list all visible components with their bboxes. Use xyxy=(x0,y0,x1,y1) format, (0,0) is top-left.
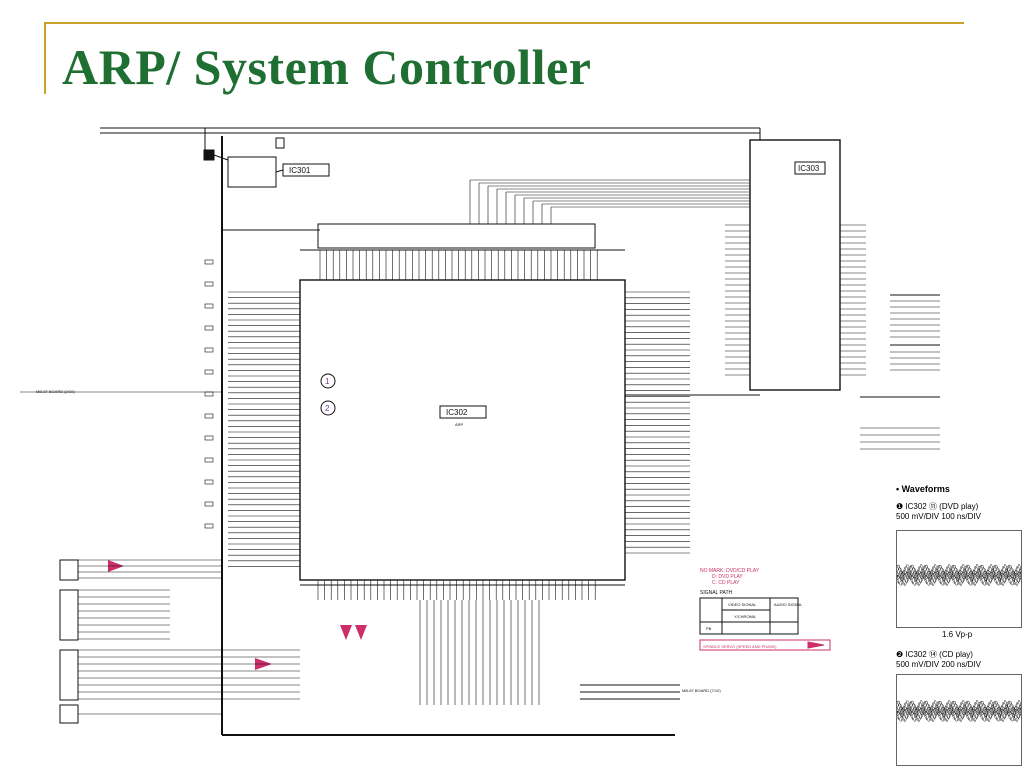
title-side-rule xyxy=(44,22,46,94)
servo-arrow xyxy=(807,641,825,649)
callout-1-circle xyxy=(320,373,336,389)
resistor xyxy=(204,457,214,463)
resistor xyxy=(204,523,214,529)
waveform-2-trace-line xyxy=(897,704,1021,717)
resistor xyxy=(204,369,214,375)
pb-label: PB xyxy=(706,626,712,631)
connector-cn-b xyxy=(59,589,79,641)
waveform-1-scale: 500 mV/DIV 100 ns/DIV xyxy=(896,512,981,521)
video-signal-label: VIDEO SIGNAL xyxy=(728,602,757,607)
ic303-label-box xyxy=(794,161,826,175)
waveforms-panel: • Waveforms ❶ IC302 ⑪ (DVD play) 500 mV/… xyxy=(896,484,1024,768)
ic303-body xyxy=(749,139,841,391)
y-chroma-label: Y/CHROMA xyxy=(734,614,756,619)
connector-cn-d xyxy=(59,704,79,724)
waveform-2-trace-line xyxy=(897,708,1021,714)
waveform-2-plot xyxy=(896,674,1022,766)
ic301-body xyxy=(227,156,277,188)
resistor xyxy=(204,479,214,485)
waveform-1-trace-line xyxy=(897,564,1021,587)
waveform-2-trace xyxy=(897,699,1021,723)
audio-signal-label: AUDIO SIGNAL xyxy=(774,602,803,607)
ic302-body xyxy=(299,279,626,581)
ic302-label: IC302 xyxy=(446,408,468,417)
connector-cn-a xyxy=(59,559,79,581)
waveform-1-trace-line xyxy=(897,570,1021,579)
waveform-1-trace-line xyxy=(897,572,1021,578)
connector-cn-c xyxy=(59,649,79,701)
waveform-1-trace xyxy=(897,563,1021,587)
resistor xyxy=(204,413,214,419)
mode-note-2: D: DVD PLAY xyxy=(712,574,743,580)
waveform-2-trace-line xyxy=(897,700,1021,722)
crystal xyxy=(203,149,215,161)
resistor xyxy=(204,501,214,507)
waveform-1-caption: ❶ IC302 ⑪ (DVD play) xyxy=(896,502,979,511)
resistor xyxy=(204,435,214,441)
callout-2-text: 2 xyxy=(325,404,330,413)
ic301-wire xyxy=(213,154,229,161)
resistor xyxy=(204,281,214,287)
resistor xyxy=(204,325,214,331)
pink-signal-marker-3 xyxy=(340,625,352,640)
waveform-1-trace-line xyxy=(897,568,1021,581)
top-connector-block xyxy=(317,223,596,249)
waveform-2-trace-line xyxy=(897,700,1021,723)
ic301-label: IC301 xyxy=(289,166,311,175)
board-label-bottom: MB-87 BOARD (7/10) xyxy=(682,688,721,693)
waveform-2-trace-line xyxy=(897,706,1021,717)
ic303-label: IC303 xyxy=(798,164,820,173)
waveform-2-trace-line xyxy=(897,702,1021,720)
legend-box xyxy=(699,597,799,635)
title-top-rule xyxy=(44,22,964,24)
resistor xyxy=(204,303,214,309)
waveform-2-scale: 500 mV/DIV 200 ns/DIV xyxy=(896,660,981,669)
waveform-1-trace-line xyxy=(897,570,1021,581)
waveform-1-trace-line xyxy=(897,566,1021,584)
servo-label: SPINDLE SERVO (SPEED AND PHASE) xyxy=(703,644,777,649)
ic302-sub-label: ARP xyxy=(455,422,464,427)
ic302-label-box xyxy=(439,405,487,419)
board-label-left: MB-87 BOARD (2/10) xyxy=(36,389,75,394)
mode-note-1: NO MARK: DVD/CD PLAY xyxy=(700,568,760,574)
waveform-1-vpp: 1.6 Vp-p xyxy=(942,630,973,639)
waveform-2-trace-line xyxy=(897,706,1021,715)
ic301-wire-2 xyxy=(275,169,284,173)
regulator xyxy=(275,137,285,149)
waveform-2-caption: ❷ IC302 ⑭ (CD play) xyxy=(896,650,973,659)
resistor xyxy=(204,391,214,397)
callout-1-text: 1 xyxy=(325,377,330,386)
signal-path-label: SIGNAL PATH xyxy=(700,590,733,596)
waveform-1-trace-line xyxy=(897,564,1021,586)
pink-signal-marker-4 xyxy=(355,625,367,640)
slide-title: ARP/ System Controller xyxy=(62,39,592,95)
resistor xyxy=(204,347,214,353)
waveform-1-plot xyxy=(896,530,1022,628)
waveforms-heading: • Waveforms xyxy=(896,484,950,494)
servo-legend-box xyxy=(699,639,831,651)
callout-2-circle xyxy=(320,400,336,416)
resistor xyxy=(204,259,214,265)
mode-note-3: C: CD PLAY xyxy=(712,580,740,586)
